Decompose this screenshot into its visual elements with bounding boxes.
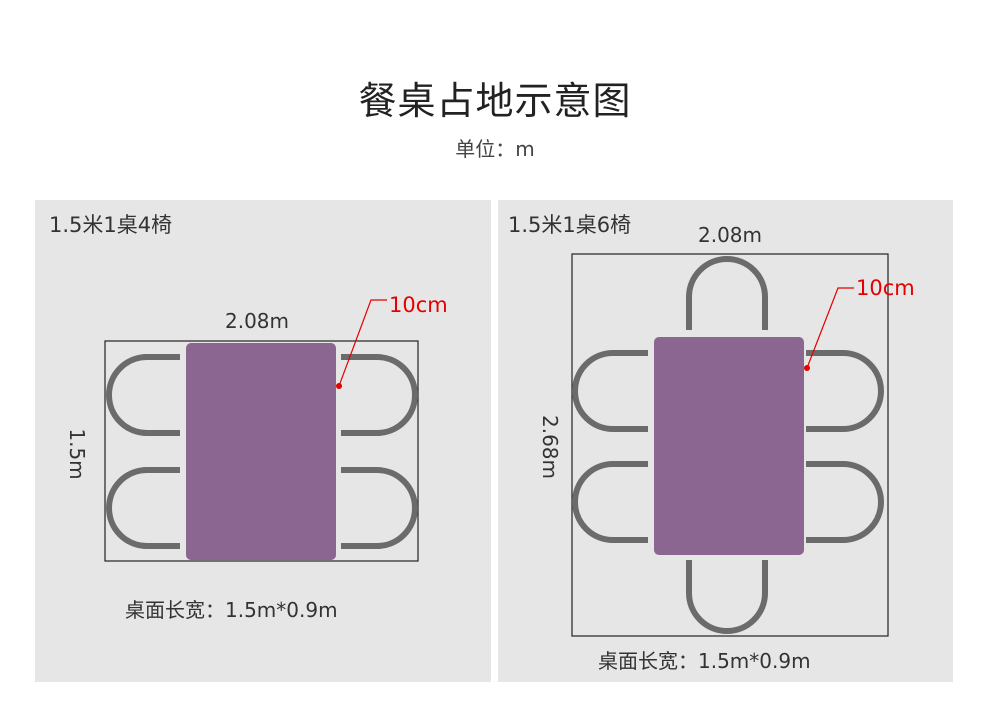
chair [106, 354, 180, 436]
width-dimension-label: 2.08m [698, 223, 762, 247]
gap-annotation-label: 10cm [856, 276, 915, 300]
chair [806, 350, 884, 432]
panel-title: 1.5米1桌6椅 [508, 213, 631, 237]
layout-panel-4-chairs: 1.5米1桌4椅 2.08m 1.5m 10cm 桌面长宽：1.5m*0.9m [35, 200, 491, 682]
panel-title: 1.5米1桌4椅 [49, 213, 172, 237]
layout-4-chairs-diagram: 1.5米1桌4椅 2.08m 1.5m 10cm [49, 213, 448, 562]
tabletop-size-caption: 桌面长宽：1.5m*0.9m [125, 598, 338, 622]
chair [341, 354, 418, 436]
unit-label: 单位：m [455, 137, 535, 161]
tabletop-size-caption: 桌面长宽：1.5m*0.9m [598, 649, 811, 673]
gap-annotation-dot [336, 383, 342, 389]
depth-dimension-label: 1.5m [65, 428, 89, 479]
dining-table [186, 343, 336, 560]
gap-annotation-line [338, 299, 387, 387]
layout-panel-6-chairs: 1.5米1桌6椅 2.08m 2.68m 10cm 桌面长宽：1.5m*0.9m [498, 200, 953, 682]
chair [341, 467, 418, 549]
page-title: 餐桌占地示意图 [358, 79, 632, 123]
chair [572, 350, 648, 432]
gap-annotation-dot [804, 365, 810, 371]
gap-annotation-line [806, 287, 854, 369]
chair [572, 461, 648, 543]
gap-annotation-label: 10cm [389, 293, 448, 317]
chair [686, 256, 768, 330]
depth-dimension-label: 2.68m [538, 415, 562, 479]
footprint-outline [104, 340, 419, 562]
width-dimension-label: 2.08m [225, 309, 289, 333]
chair [686, 560, 768, 634]
chair [106, 467, 180, 549]
layout-6-chairs-diagram: 1.5米1桌6椅 2.08m 2.68m 10cm [508, 213, 915, 637]
footprint-outline [571, 253, 889, 637]
dining-table [654, 337, 804, 555]
chair [806, 461, 884, 543]
